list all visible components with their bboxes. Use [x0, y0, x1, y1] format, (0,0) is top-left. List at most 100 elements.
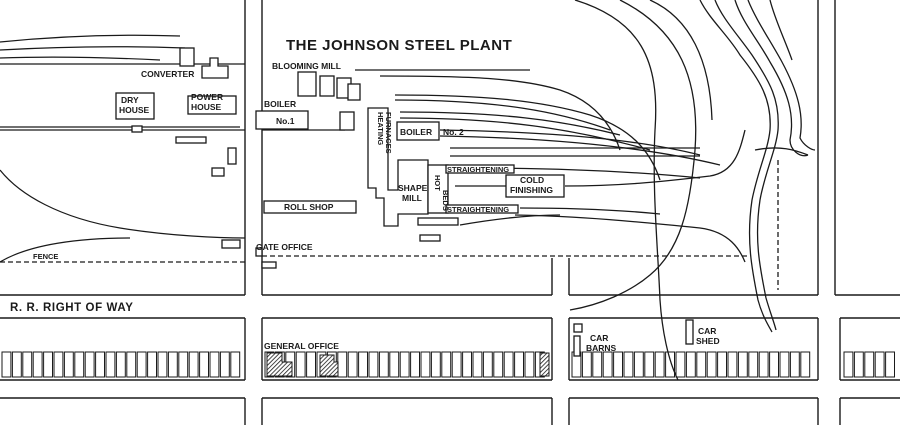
house-lot	[462, 351, 473, 378]
label-finishing: FINISHING	[510, 185, 553, 195]
house-lot	[885, 351, 895, 378]
house-lot	[358, 351, 369, 378]
house-lot	[295, 351, 306, 378]
house-lot	[514, 351, 524, 378]
label-car-barns-2: BARNS	[586, 343, 617, 353]
house-lot	[11, 351, 22, 378]
house-lot	[219, 351, 230, 378]
label-car-barns: CAR	[590, 333, 608, 343]
house-lot	[581, 351, 592, 378]
house-lot	[789, 351, 800, 378]
house-lot	[178, 351, 189, 378]
house-lot	[368, 351, 379, 378]
house-lot	[167, 351, 178, 378]
label-beds: BEDS	[441, 190, 450, 211]
house-lot	[410, 351, 421, 378]
house-lot	[727, 351, 738, 378]
label-fence: FENCE	[33, 252, 58, 261]
general-office-building-2	[319, 354, 339, 377]
house-lot	[209, 351, 220, 378]
label-straightening-bottom: STRAIGHTENING	[447, 205, 509, 214]
house-lot	[503, 351, 514, 378]
map-title: THE JOHNSON STEEL PLANT	[286, 37, 512, 54]
house-lot	[613, 351, 623, 378]
shed-south-2	[419, 234, 441, 242]
house-lot	[147, 351, 158, 378]
house-lot	[748, 351, 759, 378]
car-barns-building	[573, 335, 581, 357]
label-blooming-mill: BLOOMING MILL	[272, 61, 341, 71]
house-lot	[230, 351, 241, 378]
house-lot	[769, 351, 779, 378]
map-labels: THE JOHNSON STEEL PLANT CONVERTER DRY HO…	[10, 37, 720, 353]
car-shed-building	[685, 319, 694, 345]
boiler-annex	[339, 111, 355, 131]
house-lot	[685, 351, 696, 378]
hot-beds-building	[427, 164, 449, 214]
house-lot	[654, 351, 665, 378]
house-lot	[874, 351, 885, 378]
house-lot	[675, 351, 686, 378]
label-gate-office: GATE OFFICE	[256, 242, 313, 252]
heating-furnaces-shape-mill-building	[367, 107, 429, 227]
converter-building-2	[201, 57, 229, 79]
rail-sidings-west	[0, 34, 345, 263]
converter-building	[179, 47, 195, 67]
label-boiler-no1-number: No.1	[276, 116, 295, 126]
house-lot	[602, 351, 613, 378]
label-furnaces: FURNACES	[384, 112, 393, 154]
house-lot	[399, 351, 410, 378]
house-lot	[493, 351, 504, 378]
shed-south-1	[417, 217, 459, 226]
dry-house-building	[115, 92, 155, 120]
house-lots	[1, 351, 895, 378]
house-lot	[63, 351, 74, 378]
house-lot	[633, 351, 644, 378]
label-boiler-no2-number: No. 2	[443, 127, 464, 137]
house-lot	[115, 351, 126, 378]
house-lot	[1, 351, 12, 378]
straightening-top-building	[445, 164, 515, 174]
house-lot	[779, 351, 790, 378]
label-straightening-top: STRAIGHTENING	[447, 165, 509, 174]
house-lot	[696, 351, 707, 378]
label-boiler-no1: BOILER	[264, 99, 296, 109]
rail-loop-east	[355, 0, 746, 381]
house-lot	[430, 351, 441, 378]
small-shed-1	[175, 136, 207, 144]
gate-shed	[261, 261, 277, 269]
house-lot	[717, 351, 727, 378]
label-general-office: GENERAL OFFICE	[264, 341, 339, 351]
house-lot	[853, 351, 864, 378]
dry-house-annex	[131, 125, 143, 133]
house-lot	[665, 351, 675, 378]
label-mill: MILL	[402, 193, 422, 203]
house-lot	[347, 351, 358, 378]
roll-shop-building	[263, 200, 357, 214]
boiler-no2-building	[396, 121, 440, 141]
label-boiler-no2: BOILER	[400, 127, 432, 137]
house-lot	[737, 351, 748, 378]
label-cold: COLD	[520, 175, 544, 185]
house-lot	[378, 351, 389, 378]
house-lot	[95, 351, 105, 378]
house-lot	[451, 351, 462, 378]
house-lot	[157, 351, 168, 378]
small-shed-2	[227, 147, 237, 165]
label-car-shed-2: SHED	[696, 336, 720, 346]
general-office-building-1	[266, 352, 293, 377]
small-shed-3	[211, 167, 225, 177]
label-rr-right-of-way: R. R. RIGHT OF WAY	[10, 302, 133, 314]
blooming-mill-building	[297, 71, 317, 97]
house-lot	[188, 351, 199, 378]
house-lot	[199, 351, 210, 378]
label-car-shed: CAR	[698, 326, 716, 336]
house-lot	[592, 351, 603, 378]
house-lot	[420, 351, 431, 378]
house-lot	[524, 351, 535, 378]
house-lot	[623, 351, 634, 378]
label-dry-house: DRY	[121, 95, 139, 105]
label-converter: CONVERTER	[141, 69, 194, 79]
